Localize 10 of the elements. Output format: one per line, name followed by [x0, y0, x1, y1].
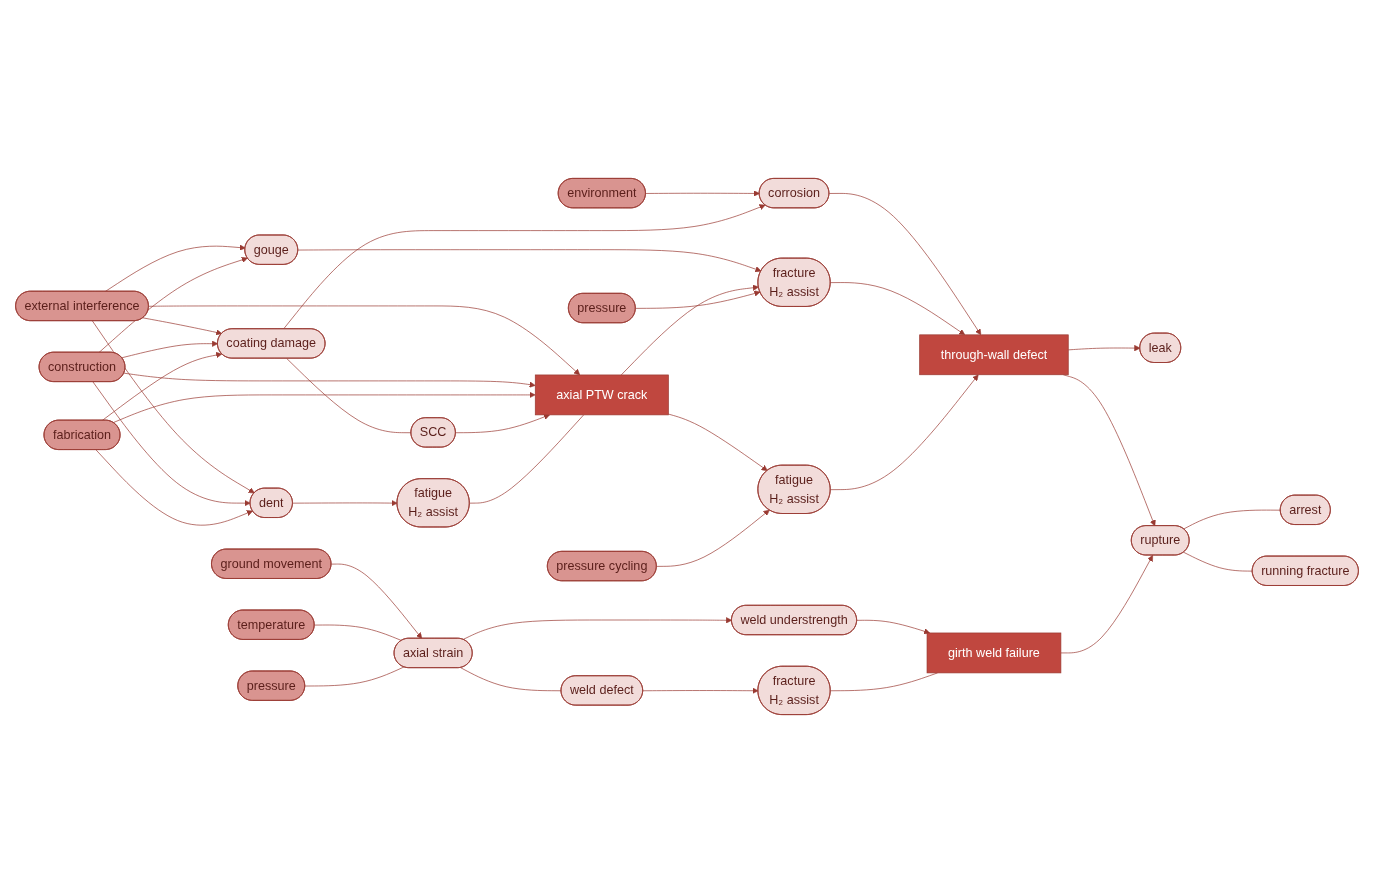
- node-box: through-wall defect: [919, 334, 1069, 376]
- connector: [830, 672, 938, 692]
- node-box: axial PTW crack: [534, 374, 669, 416]
- connector: [469, 414, 585, 504]
- connector: [1183, 509, 1281, 530]
- connector: [1183, 552, 1253, 572]
- connector: [304, 666, 405, 687]
- node-box: girth weld failure: [926, 632, 1062, 674]
- connector: [460, 667, 562, 692]
- connector: [286, 358, 412, 434]
